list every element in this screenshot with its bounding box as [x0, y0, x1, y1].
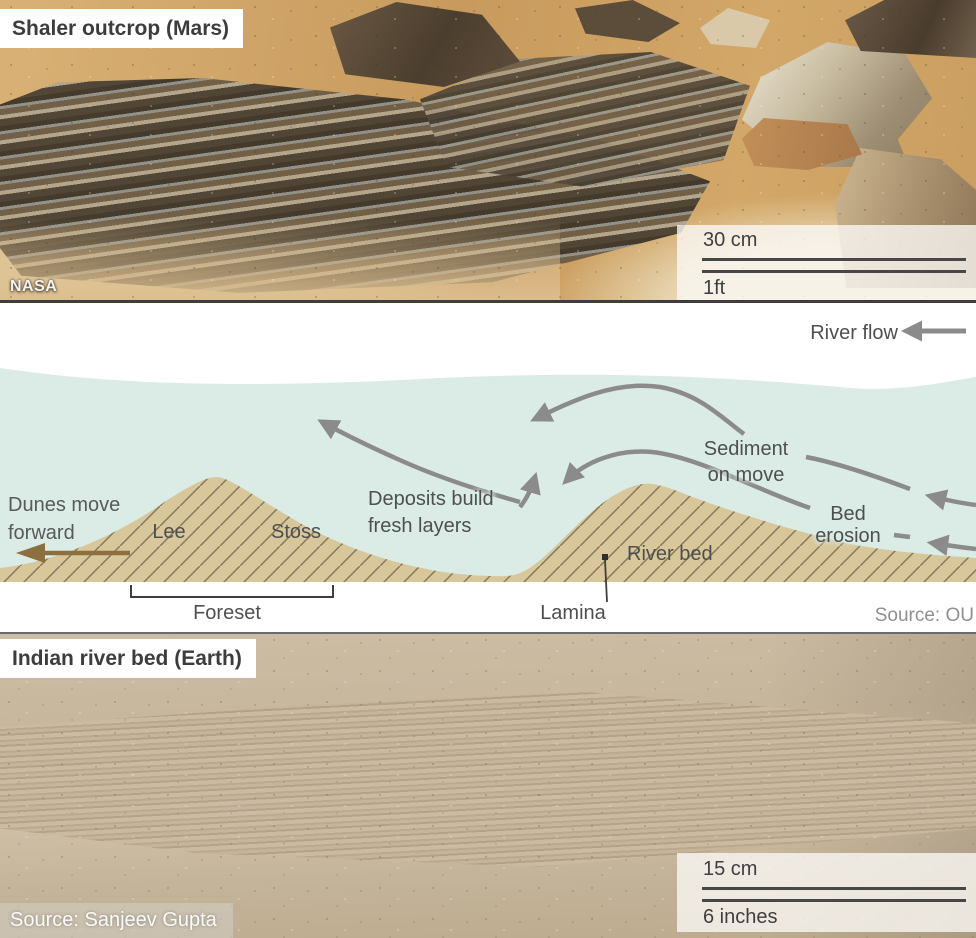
earth-scale-bar-metric: [702, 887, 966, 890]
mars-scale-imperial: 1ft: [703, 277, 726, 299]
deposits-line1: Deposits build: [368, 488, 494, 510]
deposits-line2: fresh layers: [368, 515, 472, 537]
bed-erosion-line1: Bed: [830, 503, 866, 525]
dune-advance-arrow: [16, 543, 130, 563]
earth-scale-bar-imperial: [702, 899, 966, 902]
foreset-bracket: [130, 585, 334, 598]
stoss-label: Stoss: [270, 521, 322, 543]
earth-scale-box: 15 cm 6 inches: [677, 853, 976, 932]
mars-title-box: Shaler outcrop (Mars): [0, 9, 244, 48]
diagram-canvas: [0, 320, 976, 603]
deposit-up-arrow: [518, 471, 541, 509]
diagram-source: Source: OU: [874, 605, 974, 626]
sediment-line2: on move: [707, 464, 785, 486]
dune-shape: [0, 477, 976, 582]
lamina-pointer: [602, 554, 608, 603]
mars-scale-bar-metric: [702, 258, 966, 261]
earth-scale-imperial: 6 inches: [703, 906, 778, 928]
earth-credit: Source: Sanjeev Gupta: [0, 903, 233, 938]
bed-erosion-label: Bed erosion: [790, 503, 906, 547]
mars-scale-box: 30 cm 1ft: [677, 225, 976, 300]
river-flow-arrow: [901, 320, 966, 342]
river-bed-label: River bed: [627, 543, 713, 565]
earth-title-box: Indian river bed (Earth): [0, 639, 256, 678]
upwelling-arrow: [317, 419, 521, 505]
earth-title: Indian river bed (Earth): [12, 647, 242, 670]
dunes-move-label: Dunes move forward: [8, 491, 120, 547]
mars-scale-metric: 30 cm: [703, 229, 758, 251]
main-eddy-arrow: [530, 383, 746, 436]
mars-photo: Shaler outcrop (Mars) NASA 30 cm 1ft: [0, 0, 976, 303]
dune-formation-diagram: River flow Dunes move forward Lee Stoss …: [0, 306, 976, 632]
earth-photo: Indian river bed (Earth) 15 cm 6 inches …: [0, 632, 976, 938]
mars-sand-wash: [0, 218, 560, 300]
earth-laminated-band: [0, 692, 976, 867]
mars-title: Shaler outcrop (Mars): [12, 17, 230, 40]
mars-credit: NASA: [10, 278, 58, 295]
sediment-line1: Sediment: [703, 438, 789, 460]
deposits-label: Deposits build fresh layers: [368, 486, 494, 540]
lamina-label: Lamina: [540, 602, 606, 624]
earth-scale-metric: 15 cm: [703, 858, 758, 880]
dunes-move-line1: Dunes move: [8, 494, 121, 516]
lee-label: Lee: [152, 521, 186, 543]
river-flow-label: River flow: [810, 322, 898, 344]
dunes-move-line2: forward: [8, 522, 75, 544]
mars-boulder-dark: [845, 0, 976, 58]
bed-erosion-line2: erosion: [815, 525, 881, 547]
bed-erosion-arrow: [893, 532, 976, 556]
foreset-label: Foreset: [193, 602, 261, 624]
deposit-curve-arrow: [562, 449, 811, 511]
sediment-label: Sediment on move: [678, 436, 814, 488]
sediment-flow-arrow: [805, 454, 976, 511]
mars-scale-bar-imperial: [702, 270, 966, 273]
